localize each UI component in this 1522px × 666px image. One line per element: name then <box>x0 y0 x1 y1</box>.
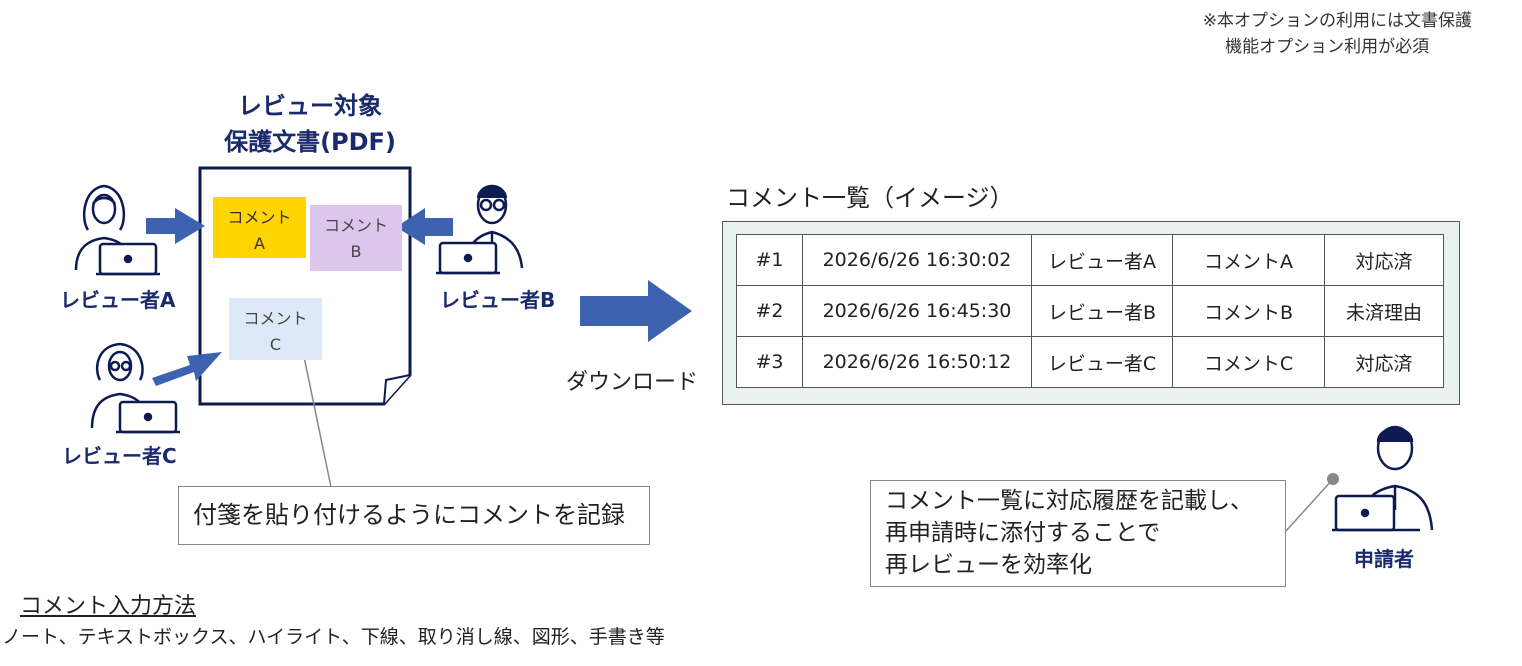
sticky-b-line2: B <box>350 242 362 261</box>
cell-status: 対応済 <box>1324 234 1444 286</box>
callout-dot-applicant <box>1327 473 1339 485</box>
arrow-reviewer-c <box>152 352 222 386</box>
comment-list-title: コメント一覧（イメージ） <box>726 184 1014 212</box>
cell-comment: コメントA <box>1172 234 1325 286</box>
cell-num: #3 <box>736 336 803 388</box>
download-label: ダウンロード <box>566 370 699 395</box>
comment-list-table: #1 2026/6/26 16:30:02 レビュー者A コメントA 対応済 #… <box>736 234 1444 388</box>
cell-reviewer: レビュー者A <box>1031 234 1173 286</box>
applicant-icon <box>1332 425 1434 532</box>
reviewer-a-label: レビュー者A <box>60 288 176 312</box>
callout-history: コメント一覧に対応履歴を記載し、 再申請時に添付することで 再レビューを効率化 <box>870 480 1286 587</box>
cell-comment: コメントC <box>1172 336 1325 388</box>
input-method-title: コメント入力方法 <box>20 594 197 619</box>
callout-sticky-note: 付箋を貼り付けるようにコメントを記録 <box>178 486 650 545</box>
reviewer-a-icon <box>74 184 160 276</box>
sticky-c-line1: コメント <box>243 309 308 328</box>
requirement-note: ※本オプションの利用には文書保護 機能オプション利用が必須 <box>1202 11 1472 57</box>
arrow-reviewer-a <box>146 208 205 244</box>
document-title-line1: レビュー対象 <box>238 92 382 120</box>
table-row: #3 2026/6/26 16:50:12 レビュー者C コメントC 対応済 <box>736 336 1444 388</box>
reviewer-c-icon <box>90 342 180 434</box>
callout-line-applicant <box>1285 478 1334 532</box>
pdf-fold-corner <box>383 374 411 405</box>
table-row: #1 2026/6/26 16:30:02 レビュー者A コメントA 対応済 <box>736 234 1444 286</box>
reviewer-b-label: レビュー者B <box>440 288 556 312</box>
arrow-reviewer-b <box>396 208 453 245</box>
cell-reviewer: レビュー者B <box>1031 285 1173 337</box>
cell-datetime: 2026/6/26 16:30:02 <box>802 234 1032 286</box>
sticky-a-line2: A <box>254 234 265 253</box>
document-title-line2: 保護文書(PDF) <box>224 128 396 156</box>
reviewer-c-label: レビュー者C <box>62 444 177 468</box>
cell-status: 対応済 <box>1324 336 1444 388</box>
sticky-comment-b: コメント B <box>310 205 402 271</box>
sticky-c-line2: C <box>269 335 282 354</box>
sticky-comment-c: コメント C <box>229 298 322 360</box>
cell-datetime: 2026/6/26 16:45:30 <box>802 285 1032 337</box>
table-row: #2 2026/6/26 16:45:30 レビュー者B コメントB 未済理由 <box>736 285 1444 337</box>
cell-num: #2 <box>736 285 803 337</box>
document-title: レビュー対象 保護文書(PDF) <box>190 88 430 160</box>
sticky-comment-a: コメント A <box>213 197 306 258</box>
cell-reviewer: レビュー者C <box>1031 336 1173 388</box>
cell-status: 未済理由 <box>1324 285 1444 337</box>
sticky-b-line1: コメント <box>323 216 388 235</box>
reviewer-b-icon <box>436 184 524 275</box>
cell-datetime: 2026/6/26 16:50:12 <box>802 336 1032 388</box>
sticky-a-line1: コメント <box>227 208 292 227</box>
input-method-body: ノート、テキストボックス、ハイライト、下線、取り消し線、図形、手書き等 <box>2 626 665 648</box>
download-arrow <box>580 280 692 342</box>
cell-num: #1 <box>736 234 803 286</box>
callout-line-sticky <box>301 346 332 488</box>
applicant-label: 申請者 <box>1354 547 1414 571</box>
cell-comment: コメントB <box>1172 285 1325 337</box>
